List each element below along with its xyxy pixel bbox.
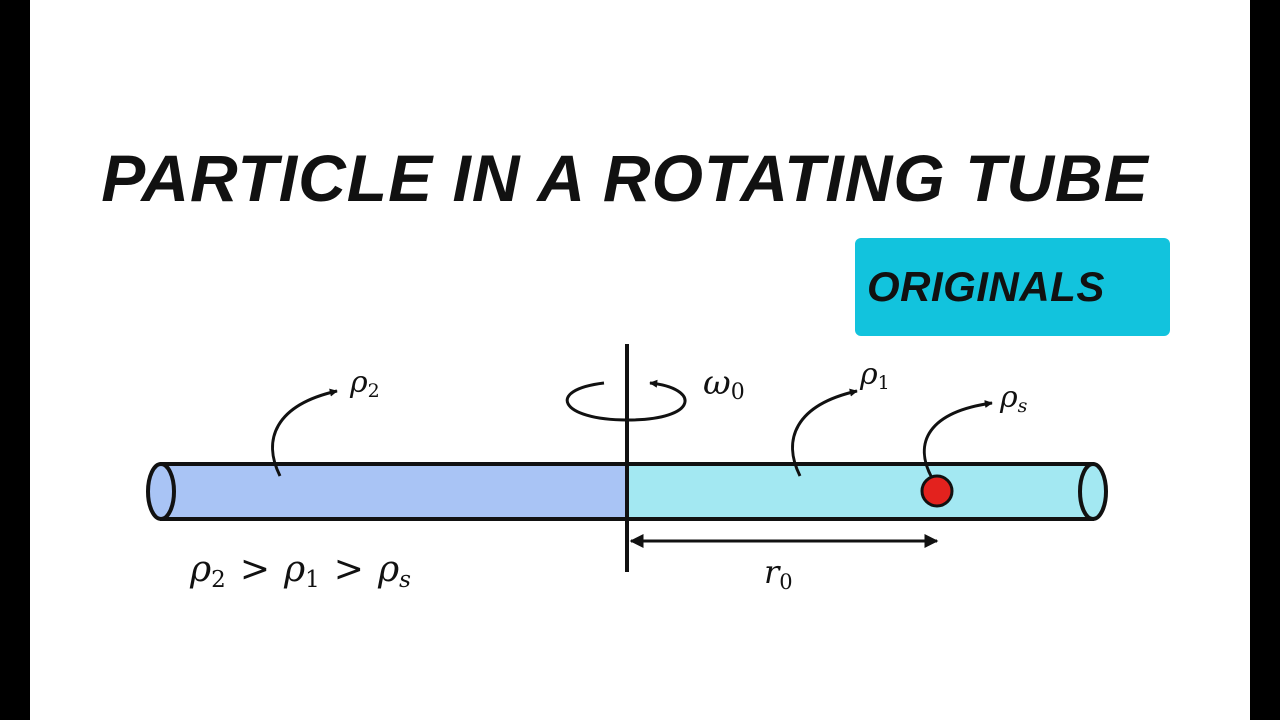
originals-badge: ORIGINALS	[855, 238, 1170, 336]
rho2-pointer-arrow	[271, 388, 338, 477]
rho2-label: ρ2	[349, 365, 380, 402]
rho1-pointer-arrow	[791, 388, 858, 477]
tube-right-end	[1078, 462, 1108, 521]
omega-label: ω0	[703, 363, 745, 405]
badge-label: ORIGINALS	[867, 263, 1105, 310]
tube-right-fluid	[627, 464, 1094, 519]
particle	[920, 474, 954, 508]
r0-label: r0	[764, 553, 793, 594]
rhos-label: ρs	[999, 380, 1028, 417]
slide-sheet	[30, 0, 1250, 720]
density-inequality: ρ2>ρ1>ρs	[189, 549, 411, 593]
tube-left-end	[146, 462, 176, 521]
page-title: PARTICLE IN A ROTATING TUBE	[101, 141, 1149, 215]
rhos-pointer-arrow	[922, 400, 993, 479]
tube-left-fluid	[160, 464, 627, 519]
rho1-label: ρ1	[859, 357, 890, 394]
rotation-arrow	[565, 379, 687, 422]
